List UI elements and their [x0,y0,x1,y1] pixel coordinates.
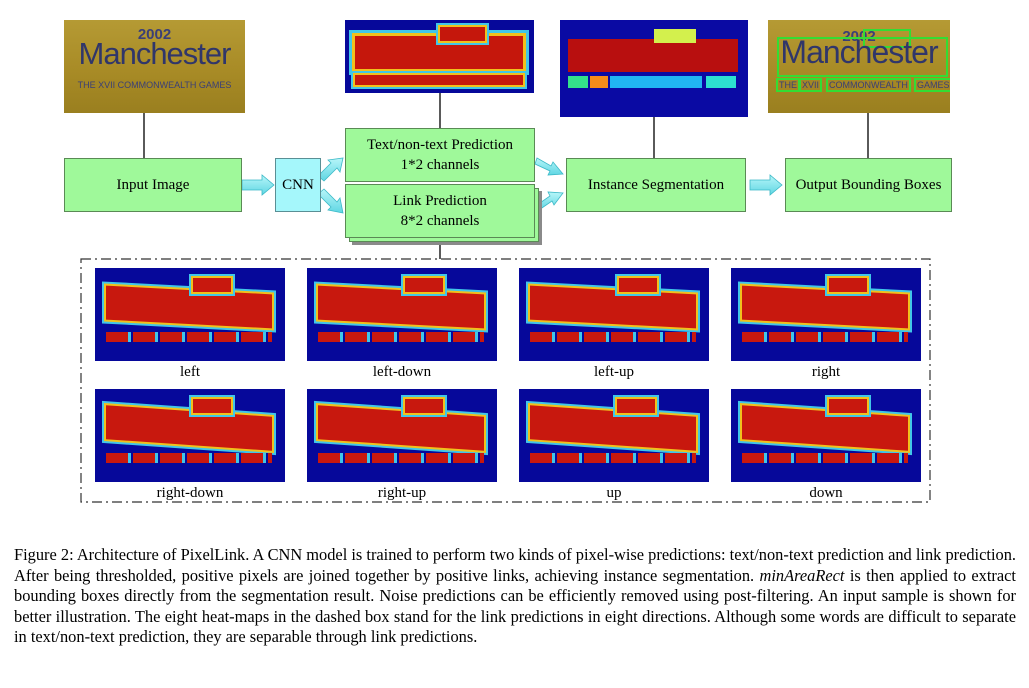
link-heatmap-right-up [307,389,497,482]
arrow-cnn-to-textpred [317,157,344,182]
subtitle-bounding-boxes: THE XVII COMMONWEALTH GAMES [776,78,950,92]
link-heatmap-right-down [95,389,285,482]
sample-word-text: Manchester [78,36,232,71]
cnn-node: CNN [275,158,321,212]
text-prediction-channels: 1*2 channels [400,157,480,173]
link-heatmap-down [731,389,921,482]
sample-subtitle-text: THE XVII COMMONWEALTH GAMES [77,80,232,90]
link-heatmap-left [95,268,285,361]
diagram-connectors [80,93,931,503]
heatmap-label: left [180,364,200,380]
output-word-text: Manchester [780,34,938,70]
arrow-input-to-cnn [241,174,275,196]
input-sample-image: 2002 Manchester THE XVII COMMONWEALTH GA… [64,20,245,113]
output-boxes-label: Output Bounding Boxes [795,177,942,193]
text-prediction-title: Text/non-text Prediction [366,137,513,153]
caption-text-part2: is then applied to extract bounding boxe… [14,565,1016,647]
cnn-label: CNN [282,177,314,193]
output-word-box: THE [776,78,800,92]
output-word-box: GAMES [914,78,950,92]
input-image-node: Input Image [64,158,242,212]
heatmap-label: down [809,485,843,501]
instance-segmentation-label: Instance Segmentation [587,177,725,193]
output-word-box: COMMONWEALTH [826,78,911,92]
heatmap-label: left-down [372,364,432,380]
text-prediction-node: Text/non-text Prediction 1*2 channels [345,128,535,182]
instance-segmentation-map [560,20,748,117]
link-heatmap-left-down [307,268,497,361]
link-heatmaps-dashed-box [80,258,931,503]
caption-emphasis: minAreaRect [759,565,845,585]
output-bounding-boxes-image: 2002 Manchester THE XVII COMMONWEALTH GA… [768,20,950,113]
text-prediction-heatmap [345,20,534,93]
output-word-box: XVII [799,78,823,92]
word-bounding-box [777,37,948,77]
link-prediction-node: Link Prediction 8*2 channels [345,184,535,238]
arrow-cnn-to-linkpred [317,188,344,214]
arrow-textpred-to-seg [534,157,564,176]
link-heatmap-right [731,268,921,361]
heatmap-label: right-up [377,485,427,501]
caption-text-part1: Figure 2: Architecture of PixelLink. A C… [14,545,1016,585]
input-image-label: Input Image [116,177,190,193]
link-prediction-channels: 8*2 channels [400,213,480,229]
sample-year-text: 2002 [137,26,172,43]
output-year-text: 2002 [842,28,876,45]
heatmap-label: up [606,485,622,501]
heatmap-label: right [811,364,841,380]
heatmap-label: left-up [594,364,634,380]
instance-segmentation-node: Instance Segmentation [566,158,746,212]
arrow-seg-to-output [749,174,783,196]
link-heatmap-up [519,389,709,482]
link-prediction-title: Link Prediction [393,193,487,209]
output-boxes-node: Output Bounding Boxes [785,158,952,212]
link-heatmap-left-up [519,268,709,361]
figure-caption: Figure 2: Architecture of PixelLink. A C… [14,545,1016,648]
heatmap-label: right-down [156,485,224,501]
